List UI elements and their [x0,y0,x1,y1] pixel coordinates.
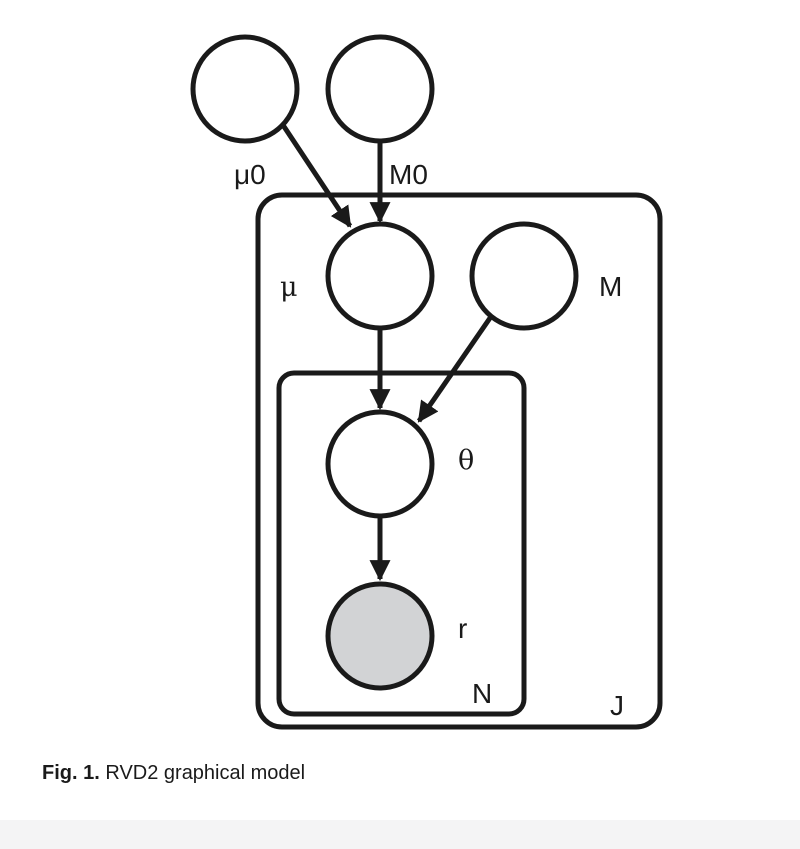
edge-m-to-theta [416,316,493,423]
plate-inner-n [276,370,527,717]
node-mu [325,221,435,331]
plate-outer-j [255,192,663,730]
node-m [469,221,579,331]
figure-caption: Fig. 1. RVD2 graphical model [42,762,305,785]
figure-number: Fig. 1. [42,762,100,784]
node-theta [325,409,435,519]
figure-caption-text: RVD2 graphical model [105,762,306,784]
plate-label-j: J [610,690,624,721]
edge-label-m0: M0 [389,159,428,190]
node-label-theta: θ [458,445,474,476]
node-label-m: M [599,271,622,302]
node-label-r: r [458,613,467,644]
plate-label-n: N [472,678,492,709]
node-mu0 [190,34,300,144]
edge-mu0-to-mu [272,111,353,228]
node-r-observed [325,581,435,691]
node-label-mu: μ [280,272,298,303]
edge-label-mu0: μ0 [234,159,266,190]
node-m0 [325,34,435,144]
page-bottom-band [0,820,800,849]
